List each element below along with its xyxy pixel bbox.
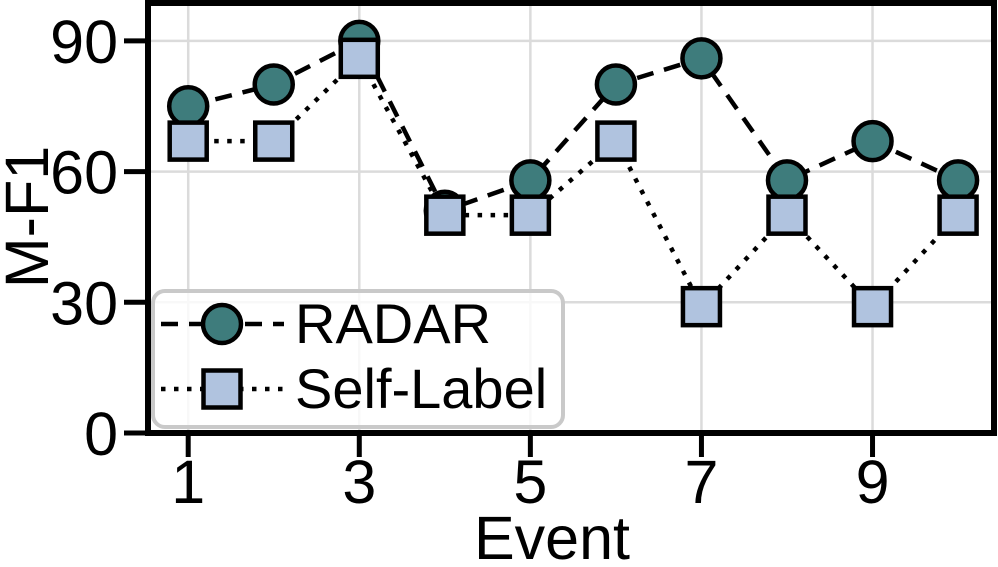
x-tick-label: 5 — [513, 448, 547, 516]
legend-label: Self-Label — [295, 357, 547, 420]
Self-Label-line — [188, 54, 960, 311]
legend-marker-square — [201, 368, 243, 410]
x-tick-label: 7 — [684, 448, 718, 516]
RADAR-marker — [594, 63, 638, 106]
x-tick-label: 3 — [342, 448, 376, 516]
y-tick-label: 90 — [50, 8, 118, 76]
Self-Label-marker — [937, 194, 979, 236]
RADAR-marker — [252, 63, 295, 106]
legend-marker-circle — [200, 302, 244, 346]
RADAR-marker — [851, 119, 894, 163]
RADAR-marker — [936, 159, 980, 202]
x-tick-label: 1 — [171, 448, 205, 516]
Self-Label-marker — [851, 285, 894, 328]
y-tick-label: 30 — [50, 269, 118, 337]
Self-Label-marker — [766, 194, 808, 236]
Self-Label-marker — [252, 120, 295, 162]
RADAR-marker — [765, 159, 809, 202]
y-tick-label: 60 — [50, 139, 118, 207]
Self-Label-marker — [509, 194, 552, 236]
y-tick-label: 0 — [84, 400, 118, 468]
axes: 0 30 60 90 1 3 5 7 9 — [50, 8, 889, 516]
Self-Label-marker — [338, 37, 381, 80]
x-axis-label: Event — [474, 504, 630, 567]
RADAR-marker — [166, 85, 210, 128]
RADAR-marker — [680, 37, 723, 80]
RADAR-line — [187, 37, 960, 214]
Self-Label-marker — [424, 194, 466, 236]
Self-Label-marker — [595, 120, 637, 162]
x-tick-label: 9 — [856, 448, 890, 516]
series-Self-Label — [167, 37, 979, 328]
legend-label: RADAR — [295, 292, 491, 355]
Self-Label-marker — [680, 285, 723, 328]
y-axis-label: M-F1 — [0, 146, 61, 288]
Self-Label-marker — [167, 120, 209, 162]
RADAR-marker — [509, 159, 552, 202]
plot-border — [145, 0, 997, 436]
